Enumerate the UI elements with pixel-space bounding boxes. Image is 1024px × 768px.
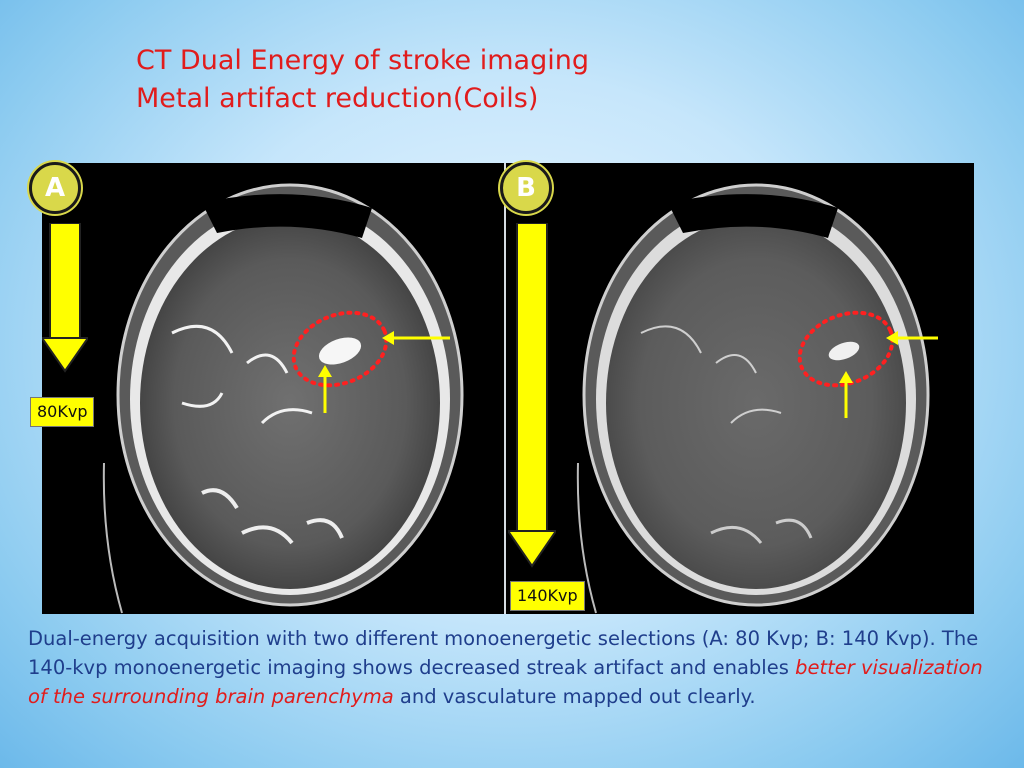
slide-title: CT Dual Energy of stroke imaging Metal a…	[136, 42, 589, 118]
ct-scan-a	[42, 163, 512, 614]
caption-text: Dual-energy acquisition with two differe…	[28, 627, 979, 679]
kvp-label-b: 140Kvp	[510, 581, 585, 611]
title-line-1: CT Dual Energy of stroke imaging	[136, 45, 589, 76]
badge-a: A	[29, 162, 81, 214]
badge-b: B	[500, 162, 552, 214]
ct-scan-b	[506, 163, 974, 614]
title-line-2: Metal artifact reduction(Coils)	[136, 83, 539, 114]
panel-divider	[504, 163, 506, 614]
slide-caption: Dual-energy acquisition with two differe…	[28, 624, 998, 711]
arrow-down-icon	[508, 223, 556, 568]
ct-image-panel	[42, 163, 974, 614]
arrow-down-icon	[42, 223, 88, 373]
kvp-label-a: 80Kvp	[30, 397, 95, 427]
caption-text-end: and vasculature mapped out clearly.	[393, 685, 756, 708]
caption-emphasis: better visualization of the surrounding …	[28, 656, 983, 708]
